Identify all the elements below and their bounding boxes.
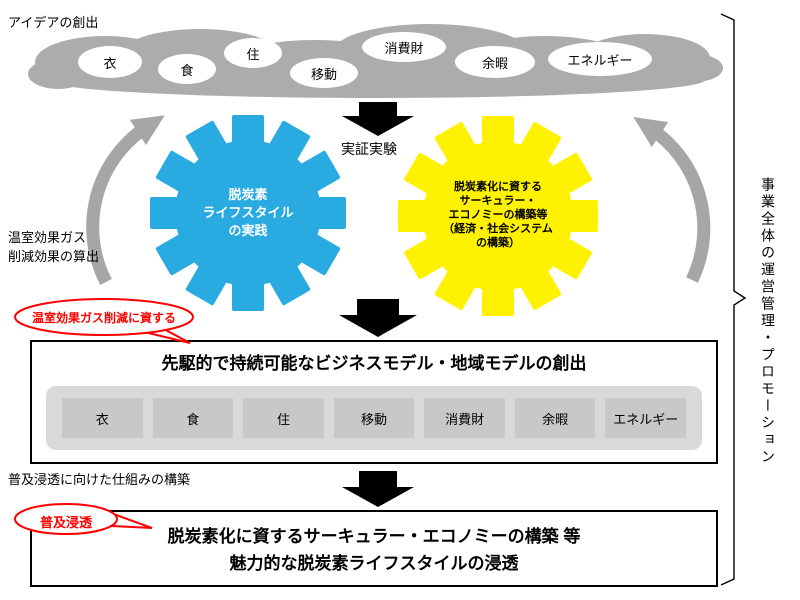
- right-brace: [720, 13, 747, 586]
- yellow-gear-line3: エコノミーの構築等: [448, 209, 548, 221]
- business-model-box: 先駆的で持続可能なビジネスモデル・地域モデルの創出 衣 食 住 移動 消費財 余…: [30, 340, 718, 464]
- cloud-item-clothing: 衣: [78, 46, 142, 78]
- ghg-callout-text: 温室効果ガス削減に資する: [31, 311, 176, 325]
- cloud-item-leisure: 余暇: [455, 46, 535, 78]
- blue-gear-label: 脱炭素 ライフスタイル の実践: [176, 186, 320, 240]
- operation-management-vertical-label: 事業全体の運営管理・プロモーション: [760, 176, 776, 466]
- dissemination-callout-text: 普及浸透: [39, 515, 92, 530]
- yellow-gear-line2: サーキュラー・: [459, 195, 537, 207]
- demonstration-test-label: 実証実験: [341, 141, 397, 157]
- category-leisure: 余暇: [514, 398, 596, 438]
- diffusion-box: 脱炭素化に資するサーキュラー・エコノミーの構築 等 魅力的な脱炭素ライフスタイル…: [30, 510, 718, 587]
- flow-arrow-bottom: [342, 471, 414, 507]
- yellow-gear-line1: 脱炭素化に資する: [454, 181, 542, 193]
- cycle-arrow-left: [86, 115, 165, 285]
- ghg-calculation-label: 温室効果ガス 削減効果の算出: [8, 228, 99, 266]
- cloud-item-housing: 住: [224, 38, 282, 68]
- flow-arrows: [339, 102, 417, 507]
- cloud-item-energy: エネルギー: [548, 42, 652, 76]
- flow-arrow-middle: [339, 299, 417, 337]
- cloud-item-food: 食: [158, 54, 216, 84]
- idea-creation-label: アイデアの創出: [8, 15, 99, 30]
- business-model-title: 先駆的で持続可能なビジネスモデル・地域モデルの創出: [161, 354, 587, 373]
- blue-gear: [150, 115, 346, 311]
- blue-gear-line2: ライフスタイル: [202, 205, 294, 220]
- blue-gear-line3: の実践: [228, 223, 268, 238]
- diffusion-line2: 魅力的な脱炭素ライフスタイルの浸透: [229, 554, 519, 573]
- diffusion-line1: 脱炭素化に資するサーキュラー・エコノミーの構築 等: [167, 527, 581, 546]
- yellow-gear-line5: の構築）: [476, 237, 520, 249]
- category-mobility: 移動: [333, 398, 415, 438]
- yellow-gear: [398, 116, 598, 316]
- category-food: 食: [152, 398, 234, 438]
- cloud-item-consumer-goods: 消費財: [362, 32, 446, 62]
- yellow-gear-label: 脱炭素化に資する サーキュラー・ エコノミーの構築等 （経済・社会システム の構…: [418, 180, 578, 250]
- ghg-calculation-line1: 温室効果ガス: [8, 230, 87, 245]
- category-bar: 衣 食 住 移動 消費財 余暇 エネルギー: [46, 386, 702, 450]
- ghg-calculation-line2: 削減効果の算出: [8, 249, 100, 264]
- dissemination-mechanism-label: 普及浸透に向けた仕組みの構築: [8, 472, 191, 487]
- category-energy: エネルギー: [605, 398, 687, 438]
- category-housing: 住: [243, 398, 324, 438]
- cycle-arrow-right: [633, 116, 711, 283]
- blue-gear-line1: 脱炭素: [228, 187, 268, 202]
- yellow-gear-line4: （経済・社会システム: [443, 223, 553, 235]
- flow-arrow-top: [342, 102, 414, 136]
- category-consumer-goods: 消費財: [424, 398, 505, 438]
- category-clothing: 衣: [62, 398, 143, 438]
- cloud-item-mobility: 移動: [290, 58, 358, 88]
